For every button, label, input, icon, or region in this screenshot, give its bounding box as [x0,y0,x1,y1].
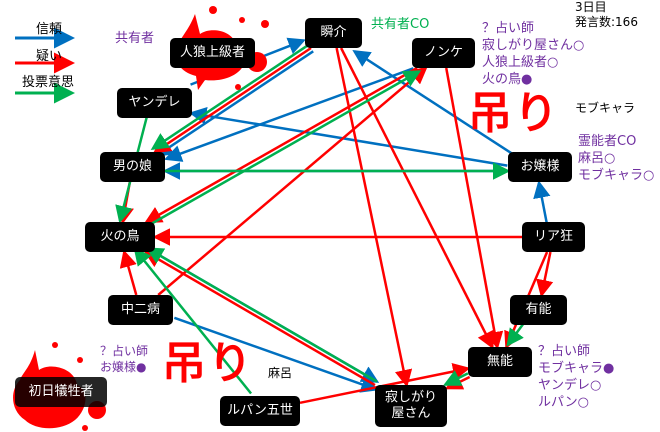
node-victim[interactable]: 初日犠牲者 [15,377,107,407]
seer1-annotation: ？占い師 寂しがり屋さん○ 人狼上級者○ 火の鳥● [482,20,584,88]
annotation-line: 寂しがり屋さん○ [482,38,585,53]
legend-arrows [15,27,75,104]
annotation-line: ？占い師 [482,21,535,36]
edge-doubt-chuunibyou-to-nonke [157,66,428,296]
node-munou[interactable]: 無能 [468,347,532,377]
edge-trust-nonke-to-otokonoko [164,67,414,162]
edge-doubt-shunsuke-to-sabishi [335,47,413,388]
node-sabishi[interactable]: 寂しがり屋さん [375,385,447,427]
node-jinro[interactable]: 人狼上級者 [170,38,255,68]
edge-vote-sabishi-to-hinotori [145,247,378,383]
edge-vote-munou-to-sabishi [442,370,469,386]
annotation-line: 霊能者CO [578,134,637,149]
edge-vote-lupin-to-hinotori [133,247,253,395]
edge-doubt-nonke-to-hinotori [144,66,418,224]
edge-doubt-sabishi-to-hinotori [143,250,376,387]
annotation-line: 火の鳥● [482,72,533,87]
post-count-label: 発言数:166 [575,15,638,29]
node-nonke[interactable]: ノンケ [412,38,475,68]
seer3-annotation: ？占い師 モブキャラ● ヤンデレ○ ルパン○ [538,343,614,411]
kyouyuusha-co-label: 共有者CO [371,17,430,32]
node-lupin[interactable]: ルパン五世 [220,396,300,426]
legend-doubt-label: 疑い [36,49,63,64]
legend-trust-label: 信頼 [36,22,63,37]
edge-trust-chuunibyou-to-sabishi [173,316,379,393]
annotation-line: ヤンデレ○ [538,378,602,393]
hang-label: 吊り [468,88,560,139]
node-hinotori[interactable]: 火の鳥 [85,222,155,252]
annotation-line: 人狼上級者○ [482,55,559,70]
edge-trust-shunsuke-to-otokonoko [155,50,314,157]
annotation-line: ルパン○ [538,395,589,410]
node-otokonoko[interactable]: 男の娘 [100,152,165,182]
edge-doubt-nonke-to-munou [445,67,504,350]
edge-vote-shunsuke-to-otokonoko [150,43,310,151]
annotation-line: ？占い師 [100,344,149,358]
mob-label: モブキャラ [575,101,636,115]
annotation-line: モブキャラ○ [578,168,655,183]
edge-trust-ojousama-to-shunsuke [352,49,516,157]
edge-doubt-shunsuke-to-otokonoko [152,46,312,154]
node-ojousama[interactable]: お嬢様 [508,152,572,182]
kyouyuusha-label: 共有者 [115,31,155,46]
node-yandere[interactable]: ヤンデレ [117,88,192,118]
edge-vote-yuunou-to-munou [506,321,526,347]
node-chuunibyou[interactable]: 中二病 [108,295,173,325]
edge-doubt-chuunibyou-to-hinotori [119,249,138,296]
annotation-line: 麻呂○ [578,151,616,166]
annotation-line: お嬢様● [100,360,147,374]
maro-label: 麻呂 [268,366,293,380]
hang-label: 吊り [162,338,254,389]
edge-vote-hinotori-to-nonke [147,70,422,227]
medium-annotation: 霊能者CO 麻呂○ モブキャラ○ [578,133,654,184]
edge-trust-ojousama-to-yandere [188,106,508,167]
node-riakyo[interactable]: リア狂 [522,222,585,252]
node-shunsuke[interactable]: 瞬介 [305,18,362,48]
annotation-line: ？占い師 [538,344,591,359]
node-yuunou[interactable]: 有能 [510,295,567,325]
day-label: 3日目 [575,0,607,14]
edge-trust-riakyo-to-ojousama [533,180,551,223]
annotation-line: モブキャラ● [538,361,615,376]
edge-doubt-riakyo-to-yuunou [536,251,554,298]
legend-vote-label: 投票意思 [22,75,75,90]
seer2-annotation: ？占い師 お嬢様● [100,343,148,375]
